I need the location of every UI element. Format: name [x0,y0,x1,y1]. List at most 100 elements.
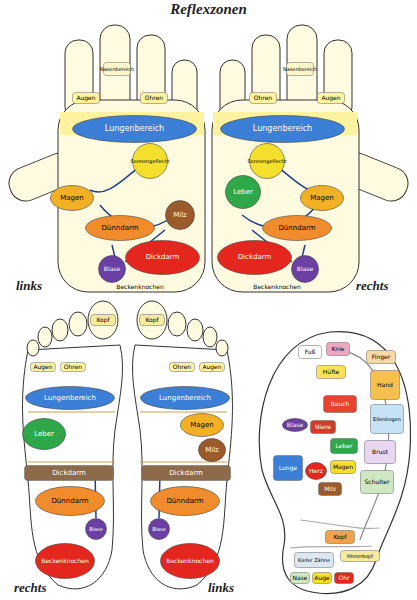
reflex-zone: Kopf [90,314,116,326]
zone-label: Dünndarm [51,498,88,505]
reflex-zone: Schulter [360,470,394,494]
reflex-zone: Beckenknochen [160,543,220,579]
side-label: rechts [14,580,47,596]
reflex-zone: Knie [326,342,350,356]
reflex-zone: Augen [317,92,345,104]
zone-label: Auge [314,575,329,581]
zone-label: Nasenbereich [100,67,134,72]
reflex-zone: Ohren [140,92,168,104]
zone-label: Beckenknochen [253,284,300,290]
reflex-zone: Ellenbogen [370,404,404,434]
reflex-zone: Dünndarm [150,486,220,516]
zone-label: Bauch [331,401,350,407]
reflex-zone: Lungenbereich [220,115,345,143]
reflex-zone: Dünndarm [262,215,332,241]
reflex-zone: Dickdarm [141,465,231,481]
zone-label: Dünndarm [166,498,203,505]
zone-label: Hand [377,382,393,388]
zone-label: Augen [33,364,52,370]
reflex-zone: Beckenknochen [35,543,95,579]
zone-label: Lungenbereich [105,125,164,133]
zone-label: Augen [321,95,340,101]
zone-label: Knie [331,346,344,352]
reflex-zone: Blase [148,518,170,540]
side-label: links [208,580,234,596]
zone-label: Milz [173,212,187,219]
reflex-zone: Kiefer Zähne [294,552,334,568]
reflex-zone: Lungenbereich [72,115,197,143]
reflex-zone: Blase [282,418,308,432]
reflex-zone: Hüfte [316,365,346,379]
zone-label: Nase [293,575,308,581]
reflex-zone: Dünndarm [85,215,155,241]
zone-label: Leber [34,431,54,438]
reflex-zone: Kopf [139,314,165,326]
zone-label: Dickdarm [169,470,203,477]
reflex-zone: Ohren [169,362,195,372]
zone-label: Lungenbereich [44,395,96,402]
reflex-zone: Hand [370,370,400,400]
zone-label: Leber [233,189,253,196]
reflex-zone: Blase [98,255,126,283]
zone-label: Leber [336,443,353,449]
hand-outline [4,25,205,292]
reflex-zone: Magen [330,460,356,474]
zone-label: Sonnengeflecht [247,159,286,164]
zone-label: Sonnengeflecht [130,159,169,164]
zone-label: Schulter [365,479,390,485]
reflex-zone: Lunge [273,455,303,481]
zone-label: Fuß [305,349,316,355]
ear-outline [259,332,410,594]
reflex-zone: Niere [310,420,336,434]
chart-title: Reflexzonen [0,1,417,18]
zone-label: Ohren [64,364,82,370]
reflex-zone: Magen [300,185,344,211]
reflex-zone: Beckenknochen [100,282,180,292]
reflex-zone: Auge [312,572,332,584]
reflex-zone: Magen [50,185,94,211]
zone-label: Kiefer Zähne [298,558,330,563]
zone-label: Magen [310,195,334,202]
reflex-zone: Bauch [323,395,357,413]
zone-label: Finger [372,354,390,360]
zone-label: Beckenknochen [41,558,88,564]
zone-label: Herz [309,468,323,474]
foot-outline [132,301,232,589]
reflex-zone: Lungenbereich [140,386,230,410]
zone-label: Augen [76,95,95,101]
zone-label: Niere [315,424,331,430]
reflex-zone: Ohr [334,572,354,584]
reflex-zone: Fuß [298,345,322,359]
zone-label: Lungenbereich [159,395,211,402]
reflex-zone: Leber [330,438,358,454]
zone-label: Blase [104,266,120,272]
zone-label: Brust [372,449,388,455]
reflex-zone: Hinterkopf [340,550,380,562]
reflex-zone: Augen [199,362,225,372]
side-label: links [16,278,42,294]
zone-label: Milz [324,486,336,492]
zone-label: Milz [205,447,219,454]
zone-label: Magen [60,195,84,202]
reflex-zone: Ohren [60,362,86,372]
reflex-zone: Augen [72,92,100,104]
reflex-zone: Milz [318,482,342,496]
zone-label: Hüfte [323,369,339,375]
zone-label: Ohr [339,575,350,581]
hand-outline [212,25,413,292]
reflex-zone: Sonnengeflecht [132,143,168,179]
foot-outline [23,301,123,589]
zone-label: Ellenbogen [373,417,401,422]
zone-label: Ohren [254,95,272,101]
reflex-zone: Blase [291,255,319,283]
zone-label: Beckenknochen [116,284,163,290]
reflex-zone: Beckenknochen [237,282,317,292]
reflex-zone: Finger [366,350,396,364]
reflex-zone: Dickdarm [217,240,292,275]
zone-label: Dünndarm [278,225,315,232]
reflex-zone: Blase [85,518,107,540]
zone-label: Ohren [145,95,163,101]
reflex-zone: Leber [22,418,66,450]
zone-label: Kopf [96,317,109,323]
